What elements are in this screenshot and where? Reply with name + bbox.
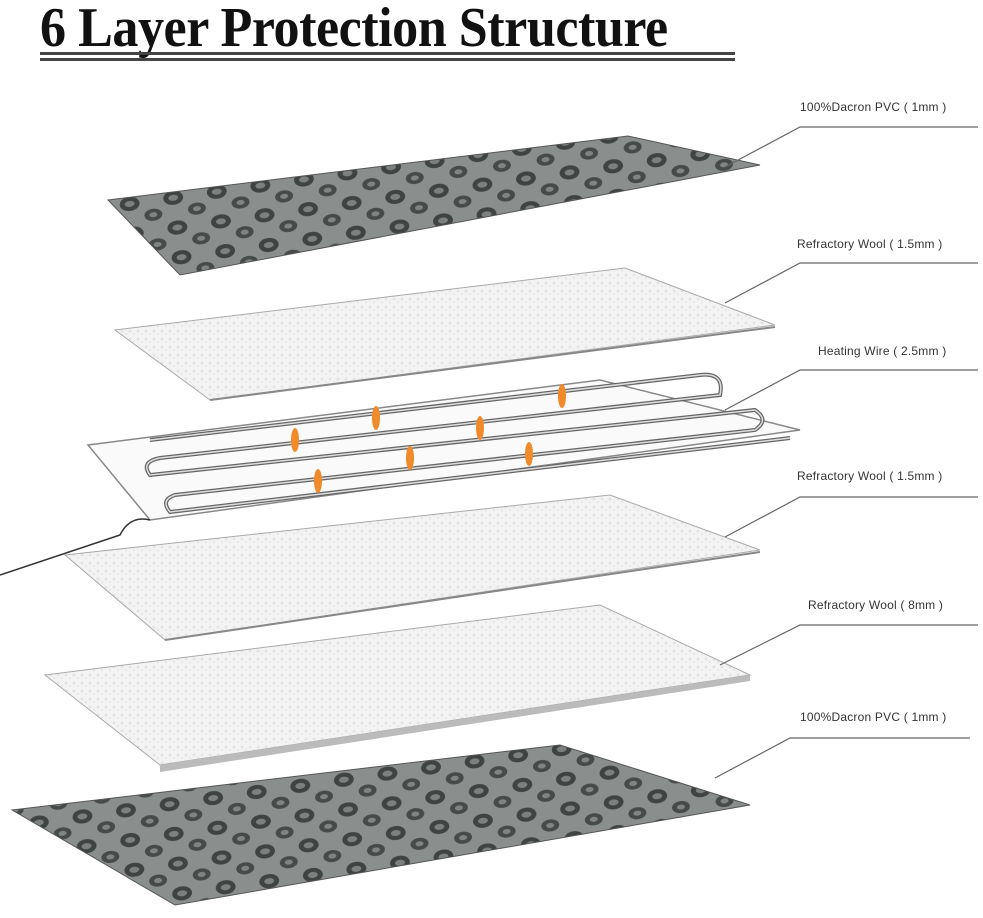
layer-4-wool bbox=[63, 494, 761, 641]
layer-3-heating-wire bbox=[0, 372, 801, 576]
title-underline bbox=[40, 58, 735, 61]
power-cord bbox=[0, 518, 151, 576]
layer-label: Refractory Wool ( 8mm ) bbox=[808, 598, 944, 612]
layer-2-wool bbox=[113, 267, 776, 401]
layer-label: 100%Dacron PVC ( 1mm ) bbox=[800, 710, 947, 724]
layer-6-pvc bbox=[10, 744, 751, 906]
layer-label: Refractory Wool ( 1.5mm ) bbox=[797, 469, 943, 483]
layer-label: Heating Wire ( 2.5mm ) bbox=[818, 344, 947, 358]
page-title: 6 Layer Protection Structure bbox=[40, 0, 668, 59]
layer-label: 100%Dacron PVC ( 1mm ) bbox=[800, 100, 947, 114]
layer-label: Refractory Wool ( 1.5mm ) bbox=[797, 237, 943, 251]
layer-1-pvc bbox=[106, 135, 761, 276]
flame-icons bbox=[291, 384, 566, 493]
layer-5-wool bbox=[43, 604, 752, 772]
leader-lines bbox=[714, 126, 978, 779]
title-underline bbox=[40, 52, 735, 55]
